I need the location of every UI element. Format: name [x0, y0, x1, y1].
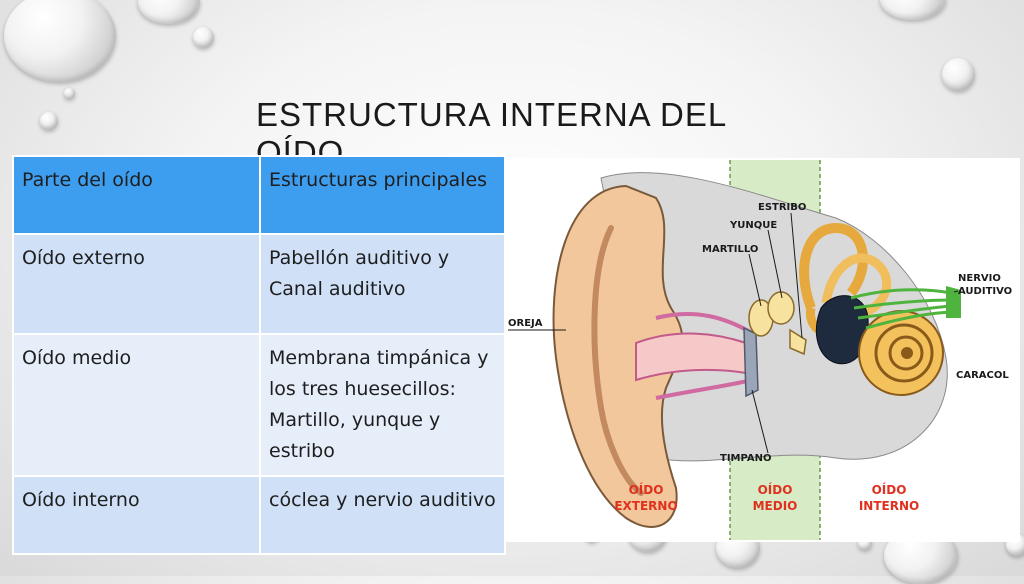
table-cell: cóclea y nervio auditivo — [259, 475, 506, 555]
page-title: ESTRUCTURA INTERNA DEL OÍDO — [256, 96, 727, 171]
ear-structure-table: Parte del oído Estructuras principales O… — [12, 155, 506, 555]
water-drop — [40, 112, 58, 130]
table-cell: Membrana timpánica y los tres huesecillo… — [259, 333, 506, 477]
label-martillo: MARTILLO — [702, 244, 758, 255]
table-header-cell: Parte del oído — [12, 155, 261, 235]
table-cell: Oído medio — [12, 333, 261, 477]
zone-medio-line1: OÍDO — [758, 482, 793, 497]
label-nervio: NERVIO — [958, 273, 1001, 284]
table-cell: Oído externo — [12, 233, 261, 335]
label-caracol: CARACOL — [956, 370, 1009, 381]
zone-interno-line1: OÍDO — [872, 482, 907, 497]
table-header-cell: Estructuras principales — [259, 155, 506, 235]
stapes — [789, 328, 807, 356]
table-header-row: Parte del oído Estructuras principales — [12, 155, 506, 235]
water-drop — [138, 0, 200, 24]
water-drop — [64, 88, 75, 99]
water-drop — [880, 0, 946, 20]
table-cell: Pabellón auditivo y Canal auditivo — [259, 233, 506, 335]
ear-anatomy-diagram: ESTRIBO YUNQUE MARTILLO NERVIO AUDITIVO … — [506, 158, 1020, 542]
table-row: Oído medio Membrana timpánica y los tres… — [12, 333, 506, 477]
incus — [767, 291, 795, 325]
table-cell: Oído interno — [12, 475, 261, 555]
label-oreja: OREJA — [508, 318, 543, 329]
zone-externo-line1: OÍDO — [629, 482, 664, 497]
label-yunque: YUNQUE — [729, 220, 777, 231]
eardrum — [743, 326, 759, 398]
table-row: Oído interno cóclea y nervio auditivo — [12, 475, 506, 555]
label-timpano: TIMPANO — [720, 453, 772, 464]
zone-interno-line2: INTERNO — [859, 499, 919, 513]
auditory-nerve — [850, 288, 952, 330]
zone-medio-line2: MEDIO — [753, 499, 798, 513]
label-estribo: ESTRIBO — [758, 202, 806, 213]
zone-externo-line2: EXTERNO — [614, 499, 677, 513]
water-drop — [193, 27, 214, 48]
table-row: Oído externo Pabellón auditivo y Canal a… — [12, 233, 506, 335]
label-auditivo: AUDITIVO — [958, 286, 1012, 297]
water-drop — [942, 58, 975, 91]
pinna — [552, 184, 684, 528]
water-drop — [4, 0, 116, 82]
semicircular-canal — [799, 222, 868, 310]
